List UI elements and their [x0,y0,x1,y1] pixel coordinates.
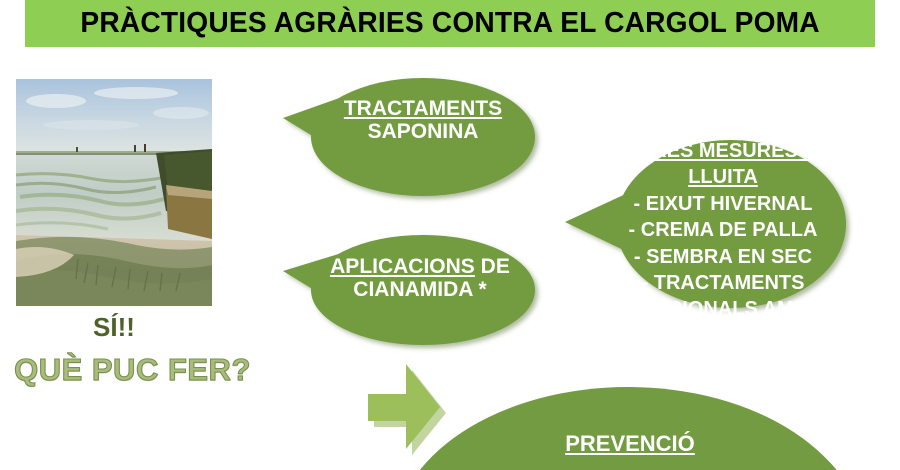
bubble3-line-5: EXCEPCIONALS AMB AIGUA [600,298,878,321]
bubble3-line-4: - TRACTAMENTS [641,271,805,294]
title-banner: PRÀCTIQUES AGRÀRIES CONTRA EL CARGOL POM… [25,0,875,47]
flooded-rice-field-photo [16,79,212,306]
bubble-text-prevencio: PREVENCIÓ [508,432,752,456]
bubble-text-altres-mesures: ALTRES MESURES DE LLUITA - EIXUT HIVERNA… [600,138,878,349]
bubble3-heading: ALTRES MESURES DE [614,140,832,162]
caption-si: SÍ!! [93,312,135,342]
bubble3-heading-line2: LLUITA [688,166,758,189]
bubble1-heading: TRACTAMENTS [343,97,503,120]
bubble2-heading-suffix: DE [474,255,510,278]
page-title: PRÀCTIQUES AGRÀRIES CONTRA EL CARGOL POM… [80,7,820,39]
bubble-text-tractaments: TRACTAMENTS SAPONINA [312,97,534,143]
speech-bubble-prevencio[interactable] [393,387,866,470]
bubble1-line-1: SAPONINA [367,119,479,143]
bubble3-line-6: DE MAR [683,324,763,347]
bubble3-line-1: - EIXUT HIVERNAL [633,192,813,215]
bubble3-line-2: - CREMA DE PALLA [628,219,818,242]
right-arrow [368,364,446,455]
bubble2-heading: APLICACIONS [330,255,475,278]
bubble3-line-3: - SEMBRA EN SEC [633,245,813,268]
caption-que-puc-fer: QUÈ PUC FER? [14,351,251,387]
bubble2-line-1: CIANAMIDA * [353,277,487,301]
bubble-text-aplicacions: APLICACIONS DE CIANAMIDA * [306,255,534,301]
bubble4-heading: PREVENCIÓ [565,431,695,456]
